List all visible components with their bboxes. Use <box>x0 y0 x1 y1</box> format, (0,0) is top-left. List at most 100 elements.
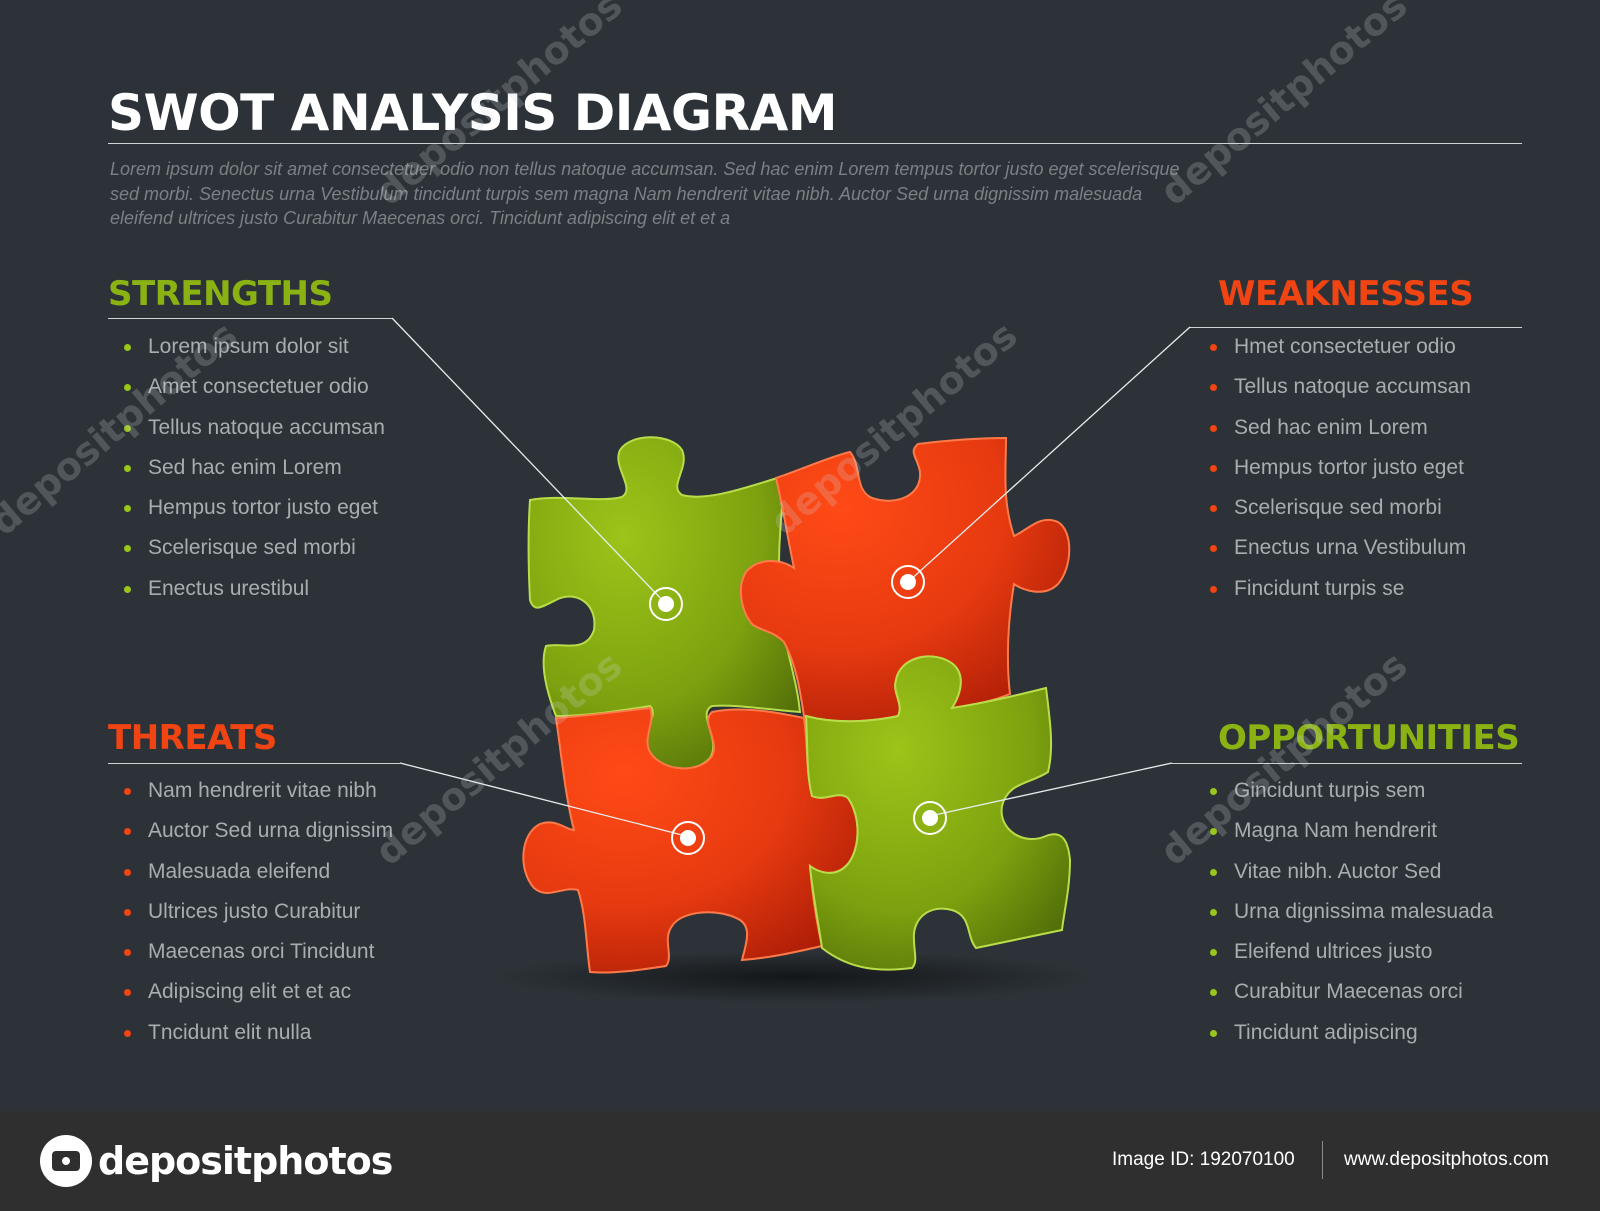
puzzle-shadow <box>495 951 1095 1003</box>
bullet-dot-icon <box>1210 788 1217 795</box>
weaknesses-list-item: Scelerisque sed morbi <box>1196 488 1471 528</box>
bullet-dot-icon <box>124 1029 131 1037</box>
weaknesses-divider <box>1190 327 1522 328</box>
strengths-divider <box>108 318 392 319</box>
weaknesses-heading: WEAKNESSES <box>1218 274 1474 314</box>
bullet-dot-icon <box>124 908 131 916</box>
weaknesses-item-text: Scelerisque sed morbi <box>1234 496 1442 520</box>
threats-list-item: Auctor Sed urna dignissim <box>110 811 393 851</box>
bullet-dot-icon <box>1210 949 1217 957</box>
threats-item-text: Nam hendrerit vitae nibh <box>148 779 377 802</box>
strengths-list-item: Amet consectetuer odio <box>110 367 385 407</box>
infographic-canvas: SWOT ANALYSIS DIAGRAM Lorem ipsum dolor … <box>0 0 1522 1053</box>
weaknesses-list-item: Hmet consectetuer odio <box>1196 327 1471 367</box>
strengths-item-text: Amet consectetuer odio <box>148 375 369 399</box>
opportunities-list-item: Gincidunt turpis sem <box>1196 771 1493 811</box>
weaknesses-list-item: Sed hac enim Lorem <box>1196 408 1471 448</box>
site-link[interactable]: www.depositphotos.com <box>1344 1149 1549 1170</box>
bullet-dot-icon <box>1210 989 1217 997</box>
bullet-dot-icon <box>124 828 131 836</box>
bullet-dot-icon <box>124 585 131 593</box>
bullet-dot-icon <box>124 788 131 795</box>
strengths-list-item: Enectus urestibul <box>110 569 385 609</box>
strengths-item-text: Lorem ipsum dolor sit <box>148 335 349 358</box>
threats-item-text: Malesuada eleifend <box>148 859 331 883</box>
opportunities-item-text: Urna dignissima malesuada <box>1234 899 1494 923</box>
bullet-dot-icon <box>1210 1029 1217 1037</box>
opportunities-list-item: Tincidunt adipiscing <box>1196 1013 1493 1053</box>
title-divider <box>108 143 1522 144</box>
threats-list-item: Maecenas orci Tincidunt <box>110 932 393 972</box>
weaknesses-item-text: Enectus urna Vestibulum <box>1234 536 1467 560</box>
threats-item-text: Auctor Sed urna dignissim <box>148 819 394 843</box>
opportunities-list-item: Urna dignissima malesuada <box>1196 892 1493 932</box>
footer-divider <box>1322 1141 1323 1179</box>
strengths-item-text: Enectus urestibul <box>148 576 310 600</box>
weaknesses-list-item: Fincidunt turpis se <box>1196 569 1471 609</box>
opportunities-item-text: Magna Nam hendrerit <box>1234 819 1438 843</box>
bullet-dot-icon <box>1210 585 1217 593</box>
threats-heading: THREATS <box>108 718 277 758</box>
page-title: SWOT ANALYSIS DIAGRAM <box>108 84 838 142</box>
bullet-dot-icon <box>1210 424 1217 432</box>
bullet-dot-icon <box>1210 384 1217 392</box>
opportunities-list-item: Curabitur Maecenas orci <box>1196 972 1493 1012</box>
opportunities-heading: OPPORTUNITIES <box>1218 718 1520 758</box>
bullet-dot-icon <box>1210 828 1217 836</box>
threats-item-text: Tncidunt elit nulla <box>148 1020 312 1044</box>
bullet-dot-icon <box>124 545 131 553</box>
strengths-list-item: Scelerisque sed morbi <box>110 528 385 568</box>
strengths-list-item: Lorem ipsum dolor sit <box>110 327 385 367</box>
strengths-list-item: Sed hac enim Lorem <box>110 448 385 488</box>
bullet-dot-icon <box>1210 464 1217 472</box>
bullet-dot-icon <box>124 505 131 513</box>
opportunities-list-item: Vitae nibh. Auctor Sed <box>1196 852 1493 892</box>
weaknesses-item-text: Sed hac enim Lorem <box>1234 415 1428 439</box>
threats-list-item: Nam hendrerit vitae nibh <box>110 771 393 811</box>
bullet-dot-icon <box>124 464 131 472</box>
threats-item-text: Maecenas orci Tincidunt <box>148 940 375 964</box>
strengths-list-item: Hempus tortor justo eget <box>110 488 385 528</box>
weaknesses-item-text: Hmet consectetuer odio <box>1234 335 1456 358</box>
weaknesses-item-text: Fincidunt turpis se <box>1234 576 1405 600</box>
footer-bar: depositphotos Image ID: 192070100 www.de… <box>0 1111 1600 1211</box>
bullet-dot-icon <box>1210 505 1217 513</box>
bullet-dot-icon <box>1210 868 1217 876</box>
camera-icon <box>40 1135 92 1187</box>
threats-list-item: Tncidunt elit nulla <box>110 1013 393 1053</box>
strengths-item-text: Tellus natoque accumsan <box>148 415 385 439</box>
weaknesses-item-text: Hempus tortor justo eget <box>1234 455 1464 479</box>
puzzle-graphic <box>391 317 1191 1003</box>
bullet-dot-icon <box>124 344 131 351</box>
strengths-heading: STRENGTHS <box>108 274 333 314</box>
opportunities-item-text: Tincidunt adipiscing <box>1234 1020 1418 1044</box>
intro-paragraph: Lorem ipsum dolor sit amet consectetuer … <box>110 159 1180 228</box>
brand-name: depositphotos <box>98 1139 393 1183</box>
strengths-item-text: Scelerisque sed morbi <box>148 536 356 560</box>
opportunities-divider <box>1172 763 1522 764</box>
bullet-dot-icon <box>124 424 131 432</box>
strengths-item-text: Hempus tortor justo eget <box>148 496 378 520</box>
bullet-dot-icon <box>124 868 131 876</box>
bullet-dot-icon <box>124 989 131 997</box>
strengths-list-item: Tellus natoque accumsan <box>110 408 385 448</box>
weaknesses-list-item: Enectus urna Vestibulum <box>1196 528 1471 568</box>
weaknesses-item-text: Tellus natoque accumsan <box>1234 375 1471 399</box>
weaknesses-list-item: Hempus tortor justo eget <box>1196 448 1471 488</box>
opportunities-list-item: Eleifend ultrices justo <box>1196 932 1493 972</box>
opportunities-list-item: Magna Nam hendrerit <box>1196 811 1493 851</box>
strengths-item-text: Sed hac enim Lorem <box>148 455 342 479</box>
brand-logo[interactable]: depositphotos <box>40 1133 393 1189</box>
opportunities-item-text: Eleifend ultrices justo <box>1234 940 1433 964</box>
opportunities-item-text: Vitae nibh. Auctor Sed <box>1234 859 1442 883</box>
threats-list-item: Ultrices justo Curabitur <box>110 892 393 932</box>
bullet-dot-icon <box>1210 908 1217 916</box>
threats-list-item: Adipiscing elit et et ac <box>110 972 393 1012</box>
opportunities-item-text: Curabitur Maecenas orci <box>1234 980 1463 1004</box>
bullet-dot-icon <box>1210 545 1217 553</box>
opportunities-item-text: Gincidunt turpis sem <box>1234 779 1426 802</box>
threats-list-item: Malesuada eleifend <box>110 852 393 892</box>
